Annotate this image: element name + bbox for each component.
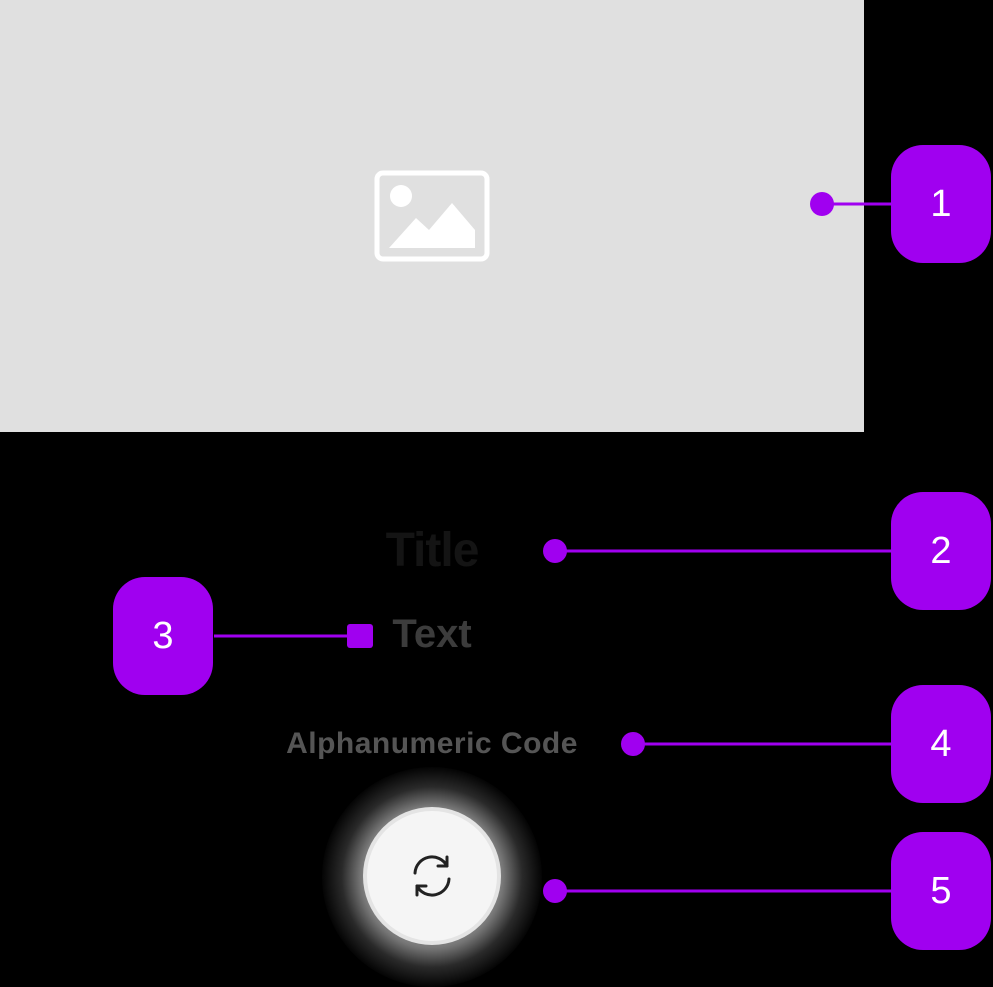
annotation-badge-4: 4	[891, 685, 991, 803]
callout-dot-2	[543, 539, 567, 563]
annotation-badge-2: 2	[891, 492, 991, 610]
callout-dot-4	[621, 732, 645, 756]
annotation-badge-5: 5	[891, 832, 991, 950]
card-text: Text	[392, 612, 472, 656]
image-icon	[374, 170, 490, 262]
callout-dot-5	[543, 879, 567, 903]
refresh-button[interactable]	[367, 811, 497, 941]
annotation-badge-1: 1	[891, 145, 991, 263]
alphanumeric-code: Alphanumeric Code	[286, 727, 578, 760]
card-title: Title	[385, 524, 480, 577]
image-placeholder	[0, 0, 864, 432]
refresh-icon	[413, 855, 451, 897]
annotation-badge-3: 3	[113, 577, 213, 695]
